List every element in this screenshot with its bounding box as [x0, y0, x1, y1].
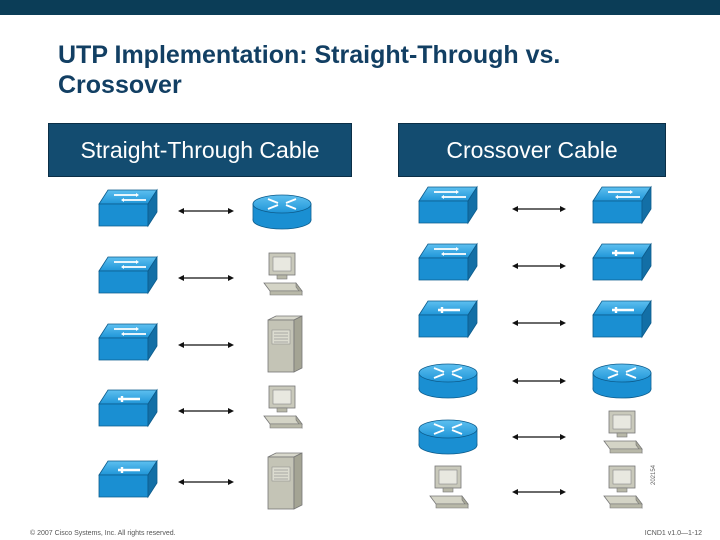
xo-pc-icon	[603, 465, 643, 509]
xo-pc-icon	[429, 465, 469, 509]
st-hub-icon	[98, 388, 158, 428]
st-switch-icon	[98, 188, 158, 228]
st-cable-arrow	[178, 275, 234, 281]
st-pc-icon	[263, 252, 303, 296]
xo-cable-arrow	[512, 263, 566, 269]
st-cable-arrow	[178, 408, 234, 414]
st-cable-arrow	[178, 342, 234, 348]
crossover-header: Crossover Cable	[398, 123, 666, 177]
xo-switch-icon	[418, 185, 478, 225]
st-cable-arrow	[178, 479, 234, 485]
xo-cable-arrow	[512, 206, 566, 212]
xo-hub-icon	[592, 242, 652, 282]
slide-number-footer: ICND1 v1.0—1-12	[644, 530, 702, 537]
xo-pc-icon	[603, 410, 643, 454]
slide-title: UTP Implementation: Straight-Through vs.…	[58, 41, 561, 99]
xo-router-icon	[418, 419, 478, 455]
st-server-icon	[267, 452, 303, 510]
copyright-footer: © 2007 Cisco Systems, Inc. All rights re…	[30, 530, 176, 537]
straight-through-header-label: Straight-Through Cable	[80, 136, 320, 163]
st-switch-icon	[98, 255, 158, 295]
st-hub-icon	[98, 459, 158, 499]
xo-hub-icon	[418, 299, 478, 339]
xo-cable-arrow	[512, 320, 566, 326]
xo-cable-arrow	[512, 434, 566, 440]
xo-router-icon	[418, 363, 478, 399]
st-server-icon	[267, 315, 303, 373]
st-cable-arrow	[178, 208, 234, 214]
xo-router-icon	[592, 363, 652, 399]
st-router-icon	[252, 194, 312, 230]
xo-switch-icon	[418, 242, 478, 282]
xo-cable-arrow	[512, 489, 566, 495]
straight-through-header: Straight-Through Cable	[48, 123, 352, 177]
xo-cable-arrow	[512, 378, 566, 384]
xo-hub-icon	[592, 299, 652, 339]
xo-switch-icon	[592, 185, 652, 225]
st-switch-icon	[98, 322, 158, 362]
st-pc-icon	[263, 385, 303, 429]
figure-id: 202154	[651, 464, 657, 485]
crossover-header-label: Crossover Cable	[446, 136, 618, 163]
top-bar	[0, 0, 720, 15]
